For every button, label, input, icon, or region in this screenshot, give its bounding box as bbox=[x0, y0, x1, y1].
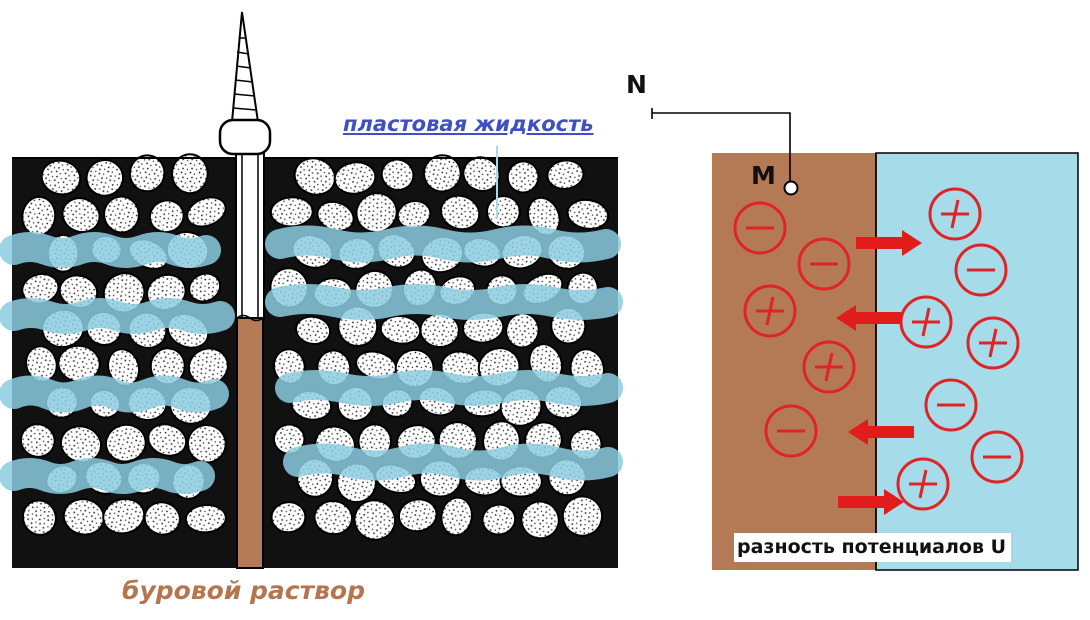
formation-fluid-band bbox=[265, 284, 623, 320]
rock-grain bbox=[333, 161, 377, 195]
ion-circle bbox=[966, 316, 1020, 370]
mud-surface bbox=[236, 314, 264, 322]
potential-diagram bbox=[651, 108, 1079, 571]
rock-grain bbox=[128, 154, 166, 193]
formation-fluid-band bbox=[275, 370, 623, 406]
ion-negative bbox=[764, 404, 818, 458]
ion-circle bbox=[743, 284, 797, 338]
rock-grain bbox=[188, 272, 222, 303]
ion-circle bbox=[797, 237, 851, 291]
ion-positive bbox=[802, 340, 856, 394]
rock-grain bbox=[270, 501, 307, 534]
formation-fluid-band bbox=[0, 458, 215, 494]
rock-grain bbox=[439, 194, 481, 231]
ion-cross bbox=[765, 296, 775, 326]
rock-grain bbox=[295, 315, 332, 345]
ion-circle bbox=[970, 430, 1024, 484]
ion-circle bbox=[802, 340, 856, 394]
drill-bit-collar bbox=[218, 118, 272, 156]
formation-fluid-band bbox=[265, 225, 621, 263]
ion-flow-arrows bbox=[836, 230, 922, 515]
ions bbox=[733, 187, 1024, 511]
drill-pipe bbox=[241, 151, 259, 321]
drilling-mud-label: буровой раствор bbox=[122, 576, 366, 605]
rock-grain bbox=[186, 196, 227, 228]
flow-arrow-left bbox=[836, 305, 902, 331]
ion-circle bbox=[896, 457, 950, 511]
rock-grain bbox=[313, 500, 354, 536]
ion-circle bbox=[764, 404, 818, 458]
rock-grain bbox=[104, 423, 147, 463]
rock-grain bbox=[40, 159, 82, 196]
ion-cross bbox=[824, 352, 834, 382]
flow-arrow-right bbox=[838, 489, 904, 515]
drill-bit bbox=[218, 11, 272, 156]
ion-cross bbox=[921, 307, 931, 337]
rock-grain bbox=[481, 503, 517, 536]
rock-grain bbox=[506, 160, 540, 194]
rock-grain bbox=[566, 198, 610, 230]
ion-negative bbox=[970, 430, 1024, 484]
ion-circle bbox=[924, 378, 978, 432]
ion-circle bbox=[733, 201, 787, 255]
electrode-m-label: M bbox=[751, 161, 776, 190]
formation-fluid-band bbox=[0, 375, 229, 413]
drill-bit-threads bbox=[232, 37, 258, 111]
rock-grain bbox=[380, 158, 415, 191]
ion-negative bbox=[954, 243, 1008, 297]
rock-grain bbox=[102, 497, 146, 535]
formation-section bbox=[0, 146, 623, 568]
ion-negative bbox=[733, 201, 787, 255]
rock-grain bbox=[61, 197, 101, 234]
rock-grain bbox=[422, 154, 462, 193]
flow-arrow-left bbox=[848, 419, 914, 445]
ion-negative bbox=[924, 378, 978, 432]
ion-positive bbox=[743, 284, 797, 338]
electrode-n-label: N bbox=[626, 70, 647, 99]
rock-grain bbox=[171, 153, 209, 195]
formation-fluid-band bbox=[0, 298, 235, 334]
ion-cross bbox=[988, 328, 998, 358]
formation-fluid-bands bbox=[0, 225, 623, 494]
rock-grain bbox=[21, 499, 57, 536]
ion-positive bbox=[896, 457, 950, 511]
ion-circle bbox=[954, 243, 1008, 297]
ion-positive bbox=[928, 187, 982, 241]
formation-fluid-band bbox=[283, 443, 623, 481]
drilling-mud-column bbox=[236, 317, 264, 569]
rock-grain bbox=[148, 199, 185, 234]
measuring-wire bbox=[652, 112, 791, 186]
rock-grain bbox=[561, 495, 604, 537]
borehole bbox=[235, 151, 265, 569]
ion-cross bbox=[950, 199, 960, 229]
electrode-m bbox=[783, 180, 799, 196]
rock-grain bbox=[147, 423, 188, 457]
ion-positive bbox=[966, 316, 1020, 370]
formation-fluid-band bbox=[0, 232, 221, 268]
rock-grain bbox=[269, 196, 314, 228]
ion-negative bbox=[797, 237, 851, 291]
formation-fluid-label: пластовая жидкость bbox=[343, 112, 594, 136]
rock-grain bbox=[184, 504, 227, 534]
rock-grain bbox=[485, 195, 521, 229]
rock-grain bbox=[353, 499, 397, 541]
rock-grain bbox=[293, 157, 337, 196]
potential-difference-label: разность потенциалов U bbox=[734, 533, 1012, 562]
flow-arrow-right bbox=[856, 230, 922, 256]
rock-grain bbox=[546, 159, 585, 190]
rock-grain bbox=[520, 500, 560, 540]
rock-grain bbox=[19, 423, 56, 458]
rock-grain bbox=[440, 496, 473, 537]
rock-grain bbox=[397, 498, 438, 533]
rock-grain bbox=[85, 159, 125, 197]
ion-cross bbox=[918, 469, 928, 499]
rock-grain bbox=[103, 195, 140, 234]
ion-circle bbox=[928, 187, 982, 241]
rock-grain bbox=[143, 501, 181, 536]
